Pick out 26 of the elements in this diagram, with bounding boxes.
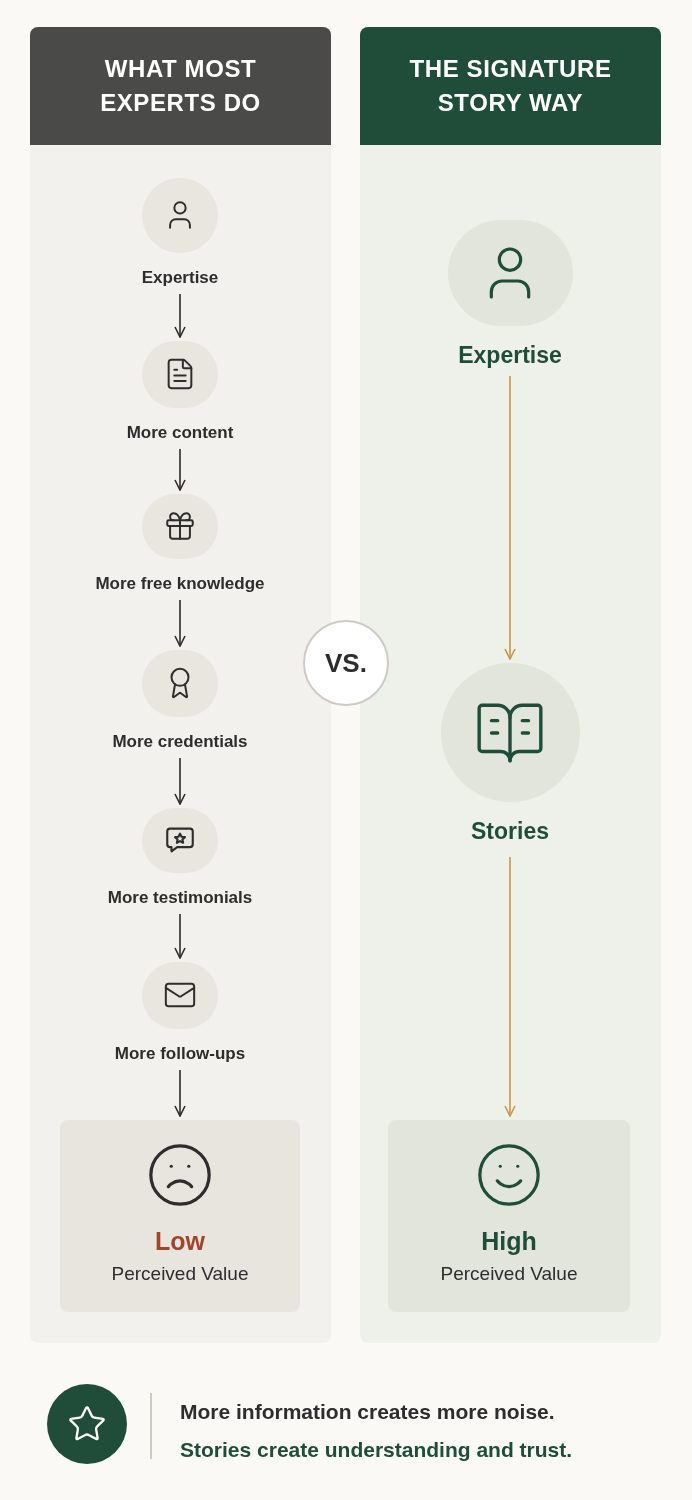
result-level: High bbox=[481, 1226, 537, 1256]
result-card bbox=[388, 1120, 630, 1312]
column-header: WHAT MOST EXPERTS DO bbox=[30, 27, 331, 145]
step-label: More follow-ups bbox=[114, 1042, 246, 1065]
result-level: Low bbox=[155, 1226, 205, 1256]
result-card bbox=[60, 1120, 300, 1312]
column-header: THE SIGNATURE STORY WAY bbox=[360, 27, 661, 145]
arrow bbox=[174, 1069, 186, 1117]
step-label: More free knowledge bbox=[95, 572, 265, 595]
result-caption: Perceived Value bbox=[111, 1262, 249, 1286]
step-label: More testimonials bbox=[107, 886, 253, 909]
arrow bbox=[174, 913, 186, 959]
arrow bbox=[174, 599, 186, 647]
step-label: Expertise bbox=[141, 266, 219, 289]
arrow bbox=[174, 757, 186, 805]
step-label: More content bbox=[126, 421, 234, 444]
step-label: Stories bbox=[471, 817, 549, 846]
arrow bbox=[504, 375, 516, 660]
step-label: Expertise bbox=[458, 340, 562, 370]
arrow bbox=[174, 293, 186, 338]
result-caption: Perceived Value bbox=[440, 1262, 578, 1286]
arrow bbox=[504, 856, 516, 1117]
arrow bbox=[174, 448, 186, 491]
summary-text: Stories create understanding and trust. bbox=[180, 1436, 573, 1463]
summary-text: More information creates more noise. bbox=[180, 1399, 556, 1425]
step-label: More credentials bbox=[112, 730, 248, 753]
